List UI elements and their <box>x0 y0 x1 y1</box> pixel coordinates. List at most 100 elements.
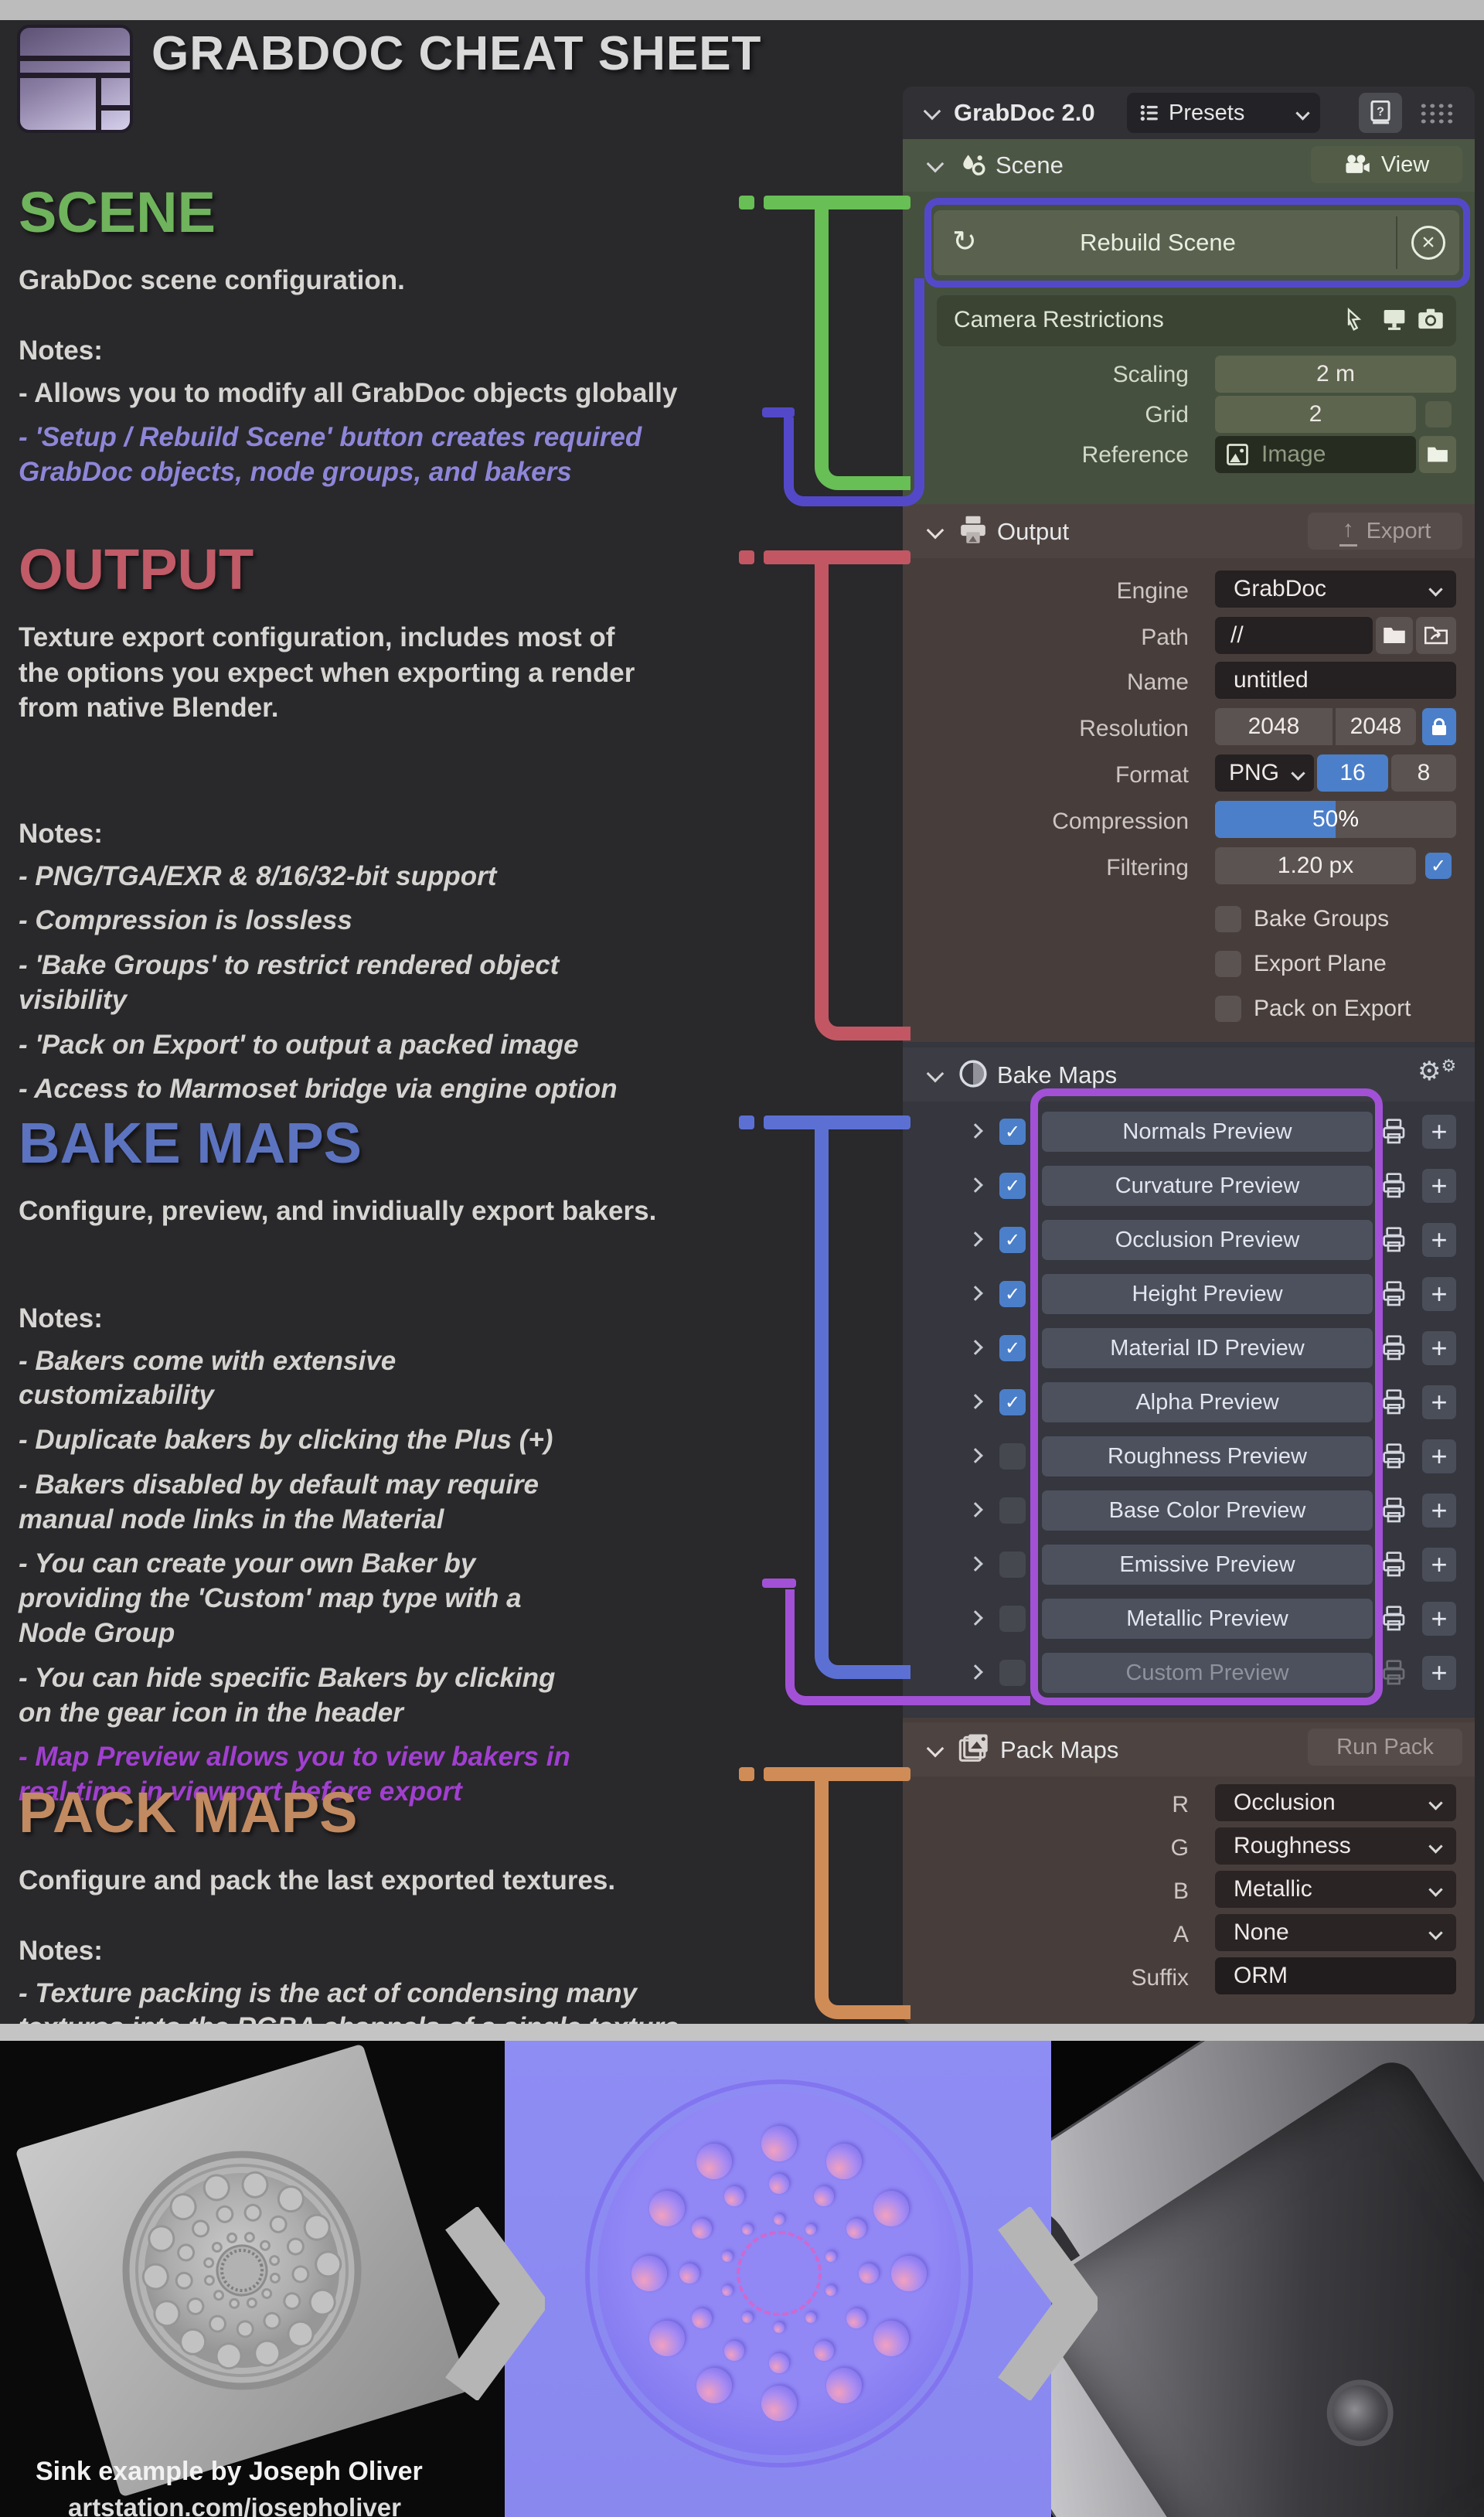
expand-chevron-icon[interactable] <box>968 1502 983 1517</box>
curvature-preview-button[interactable]: Curvature Preview <box>1042 1166 1373 1206</box>
run-pack-button[interactable]: Run Pack <box>1308 1729 1462 1766</box>
channel-a-label: A <box>1173 1922 1189 1947</box>
metallic-preview-button[interactable]: Metallic Preview <box>1042 1599 1373 1639</box>
baker-checkbox[interactable]: ✓ <box>999 1660 1026 1686</box>
grid-field[interactable]: 2 <box>1215 396 1416 433</box>
gear-settings-icon[interactable]: ⚙⚙ <box>1418 1056 1457 1086</box>
channel-a-dropdown[interactable]: None <box>1215 1914 1456 1951</box>
duplicate-baker-button[interactable]: + <box>1422 1656 1456 1690</box>
export-baker-icon[interactable] <box>1382 1335 1407 1361</box>
bit-depth-8-button[interactable]: 8 <box>1391 754 1456 792</box>
export-baker-icon[interactable] <box>1382 1389 1407 1415</box>
duplicate-baker-button[interactable]: + <box>1422 1548 1456 1582</box>
presets-dropdown[interactable]: Presets <box>1127 93 1320 133</box>
cursor-icon[interactable] <box>1345 308 1365 332</box>
resolution-x-field[interactable]: 2048 <box>1215 708 1333 745</box>
path-field[interactable]: // <box>1215 617 1373 654</box>
pack-on-export-checkbox[interactable]: ✓ <box>1215 996 1241 1022</box>
monitor-icon[interactable] <box>1382 308 1407 331</box>
duplicate-baker-button[interactable]: + <box>1422 1602 1456 1636</box>
expand-chevron-icon[interactable] <box>968 1448 983 1463</box>
format-dropdown[interactable]: PNG <box>1215 754 1314 792</box>
camera-restrictions-header[interactable]: Camera Restrictions <box>937 295 1456 346</box>
expand-chevron-icon[interactable] <box>968 1394 983 1409</box>
channel-b-label: B <box>1173 1878 1189 1904</box>
channel-g-dropdown[interactable]: Roughness <box>1215 1827 1456 1865</box>
name-field[interactable]: untitled <box>1215 662 1456 699</box>
export-button[interactable]: ↑ Export <box>1308 513 1462 550</box>
channel-b-dropdown[interactable]: Metallic <box>1215 1871 1456 1908</box>
view-button[interactable]: View <box>1311 146 1462 183</box>
export-baker-icon[interactable] <box>1382 1227 1407 1253</box>
channel-r-dropdown[interactable]: Occlusion <box>1215 1784 1456 1821</box>
export-up-arrow-icon: ↑ <box>1339 516 1357 547</box>
expand-chevron-icon[interactable] <box>968 1340 983 1355</box>
reference-image-field[interactable]: Image <box>1215 436 1416 473</box>
export-plane-checkbox[interactable]: ✓ <box>1215 951 1241 977</box>
panel-collapse-chevron-icon[interactable] <box>923 102 941 121</box>
filtering-checkbox[interactable]: ✓ <box>1425 853 1452 879</box>
export-baker-icon[interactable] <box>1382 1173 1407 1199</box>
baker-checkbox[interactable]: ✓ <box>999 1606 1026 1632</box>
duplicate-baker-button[interactable]: + <box>1422 1277 1456 1311</box>
base-color-preview-button[interactable]: Base Color Preview <box>1042 1490 1373 1531</box>
compression-slider[interactable]: 50% <box>1215 801 1456 838</box>
grid-checkbox[interactable]: ✓ <box>1425 401 1452 427</box>
baker-checkbox[interactable]: ✓ <box>999 1551 1026 1578</box>
expand-chevron-icon[interactable] <box>968 1286 983 1301</box>
expand-chevron-icon[interactable] <box>968 1556 983 1572</box>
duplicate-baker-button[interactable]: + <box>1422 1223 1456 1257</box>
baker-checkbox[interactable]: ✓ <box>999 1443 1026 1470</box>
baker-checkbox[interactable]: ✓ <box>999 1173 1026 1199</box>
baker-row-emissive: ✓ Emissive Preview + <box>903 1545 1475 1585</box>
normals-preview-button[interactable]: Normals Preview <box>1042 1112 1373 1152</box>
resolution-y-field[interactable]: 2048 <box>1336 708 1416 745</box>
reference-open-button[interactable] <box>1419 436 1456 473</box>
expand-chevron-icon[interactable] <box>968 1231 983 1247</box>
scaling-field[interactable]: 2 m <box>1215 356 1456 393</box>
duplicate-baker-button[interactable]: + <box>1422 1385 1456 1419</box>
export-baker-icon[interactable] <box>1382 1497 1407 1524</box>
duplicate-baker-button[interactable]: + <box>1422 1115 1456 1149</box>
occlusion-preview-button[interactable]: Occlusion Preview <box>1042 1220 1373 1260</box>
bit-depth-16-button[interactable]: 16 <box>1317 754 1388 792</box>
engine-dropdown[interactable]: GrabDoc <box>1215 570 1456 608</box>
cancel-close-icon[interactable]: × <box>1411 226 1445 260</box>
custom-preview-button[interactable]: Custom Preview <box>1042 1653 1373 1693</box>
export-baker-icon[interactable] <box>1382 1660 1407 1686</box>
path-open-button[interactable] <box>1416 617 1456 654</box>
duplicate-baker-button[interactable]: + <box>1422 1169 1456 1203</box>
resolution-lock-button[interactable] <box>1422 708 1456 745</box>
camera-icon[interactable] <box>1418 307 1444 330</box>
export-baker-icon[interactable] <box>1382 1119 1407 1145</box>
material-id-preview-button[interactable]: Material ID Preview <box>1042 1328 1373 1368</box>
drag-grip-icon[interactable] <box>1419 102 1455 125</box>
emissive-preview-button[interactable]: Emissive Preview <box>1042 1545 1373 1585</box>
export-baker-icon[interactable] <box>1382 1443 1407 1470</box>
export-baker-icon[interactable] <box>1382 1606 1407 1632</box>
help-manual-button[interactable]: ? <box>1359 93 1402 133</box>
baker-checkbox[interactable]: ✓ <box>999 1389 1026 1415</box>
baker-checkbox[interactable]: ✓ <box>999 1281 1026 1307</box>
baker-checkbox[interactable]: ✓ <box>999 1335 1026 1361</box>
baker-checkbox[interactable]: ✓ <box>999 1227 1026 1253</box>
duplicate-baker-button[interactable]: + <box>1422 1331 1456 1365</box>
filtering-field[interactable]: 1.20 px <box>1215 847 1416 884</box>
export-baker-icon[interactable] <box>1382 1281 1407 1307</box>
suffix-field[interactable]: ORM <box>1215 1957 1456 1994</box>
baker-checkbox[interactable]: ✓ <box>999 1497 1026 1524</box>
baker-checkbox[interactable]: ✓ <box>999 1119 1026 1145</box>
expand-chevron-icon[interactable] <box>968 1123 983 1139</box>
bake-groups-checkbox[interactable]: ✓ <box>1215 906 1241 932</box>
export-baker-icon[interactable] <box>1382 1551 1407 1578</box>
rebuild-scene-button[interactable]: ↻ Rebuild Scene × <box>934 210 1459 275</box>
duplicate-baker-button[interactable]: + <box>1422 1494 1456 1528</box>
roughness-preview-button[interactable]: Roughness Preview <box>1042 1436 1373 1476</box>
matsphere-icon <box>959 1060 987 1088</box>
expand-chevron-icon[interactable] <box>968 1177 983 1193</box>
height-preview-button[interactable]: Height Preview <box>1042 1274 1373 1314</box>
bake-maps-heading: BAKE MAPS <box>19 1111 362 1175</box>
alpha-preview-button[interactable]: Alpha Preview <box>1042 1382 1373 1422</box>
duplicate-baker-button[interactable]: + <box>1422 1439 1456 1473</box>
path-browse-button[interactable] <box>1376 617 1413 654</box>
